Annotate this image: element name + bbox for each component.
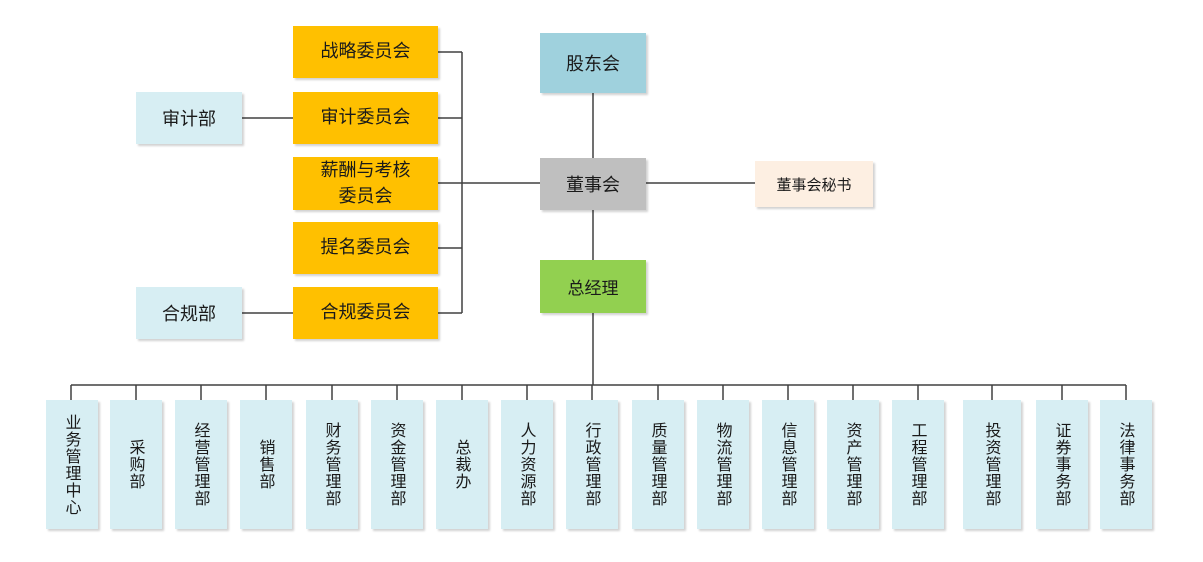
- audit-committee-box: 审计委员会: [293, 92, 438, 144]
- department-box: 工程管理部: [892, 400, 944, 529]
- department-box: 财务管理部: [306, 400, 358, 529]
- department-label: 法律事务部: [1116, 422, 1136, 507]
- department-label: 投资管理部: [982, 422, 1002, 507]
- board-of-directors-box: 董事会: [540, 158, 646, 210]
- strategy-committee-box: 战略委员会: [293, 26, 438, 78]
- department-label: 经营管理部: [191, 422, 211, 507]
- department-box: 人力资源部: [501, 400, 553, 529]
- department-box: 资金管理部: [371, 400, 423, 529]
- department-label: 资金管理部: [387, 422, 407, 507]
- strategy-committee-label: 战略委员会: [320, 41, 411, 62]
- department-box: 行政管理部: [566, 400, 618, 529]
- board-secretary-label: 董事会秘书: [776, 175, 852, 194]
- audit-committee-label: 审计委员会: [320, 107, 411, 128]
- department-label: 销售部: [256, 439, 276, 490]
- department-label: 信息管理部: [778, 422, 798, 507]
- department-label: 人力资源部: [517, 422, 537, 507]
- department-box: 采购部: [110, 400, 162, 529]
- department-box: 资产管理部: [827, 400, 879, 529]
- department-box: 投资管理部: [963, 400, 1021, 529]
- department-label: 财务管理部: [322, 422, 342, 507]
- compensation-committee-box: 薪酬与考核 委员会: [293, 157, 438, 210]
- compensation-committee-label: 薪酬与考核 委员会: [320, 159, 411, 207]
- department-label: 资产管理部: [843, 422, 863, 507]
- department-label: 物流管理部: [713, 422, 733, 507]
- department-box: 业务管理中心: [46, 400, 98, 529]
- general-manager-label: 总经理: [567, 279, 619, 299]
- board-of-directors-label: 董事会: [566, 175, 620, 196]
- department-label: 工程管理部: [908, 422, 928, 507]
- general-manager-box: 总经理: [540, 260, 646, 313]
- nomination-committee-box: 提名委员会: [293, 222, 438, 274]
- department-label: 质量管理部: [648, 422, 668, 507]
- audit-department-box: 审计部: [136, 92, 242, 144]
- department-box: 法律事务部: [1100, 400, 1152, 529]
- department-label: 总裁办: [452, 439, 472, 490]
- department-label: 采购部: [126, 439, 146, 490]
- compliance-department-label: 合规部: [162, 304, 216, 325]
- compliance-department-box: 合规部: [136, 287, 242, 339]
- department-box: 总裁办: [436, 400, 488, 529]
- department-box: 质量管理部: [632, 400, 684, 529]
- audit-department-label: 审计部: [162, 109, 216, 130]
- department-box: 证券事务部: [1036, 400, 1088, 529]
- department-box: 经营管理部: [175, 400, 227, 529]
- shareholders-meeting-box: 股东会: [540, 33, 646, 93]
- compliance-committee-box: 合规委员会: [293, 287, 438, 339]
- compliance-committee-label: 合规委员会: [320, 302, 411, 323]
- department-label: 行政管理部: [582, 422, 602, 507]
- department-box: 销售部: [240, 400, 292, 529]
- nomination-committee-label: 提名委员会: [320, 237, 411, 258]
- board-secretary-box: 董事会秘书: [755, 161, 873, 207]
- department-label: 证券事务部: [1052, 422, 1072, 507]
- shareholders-meeting-label: 股东会: [566, 54, 620, 75]
- department-label: 业务管理中心: [62, 413, 82, 516]
- department-box: 物流管理部: [697, 400, 749, 529]
- department-box: 信息管理部: [762, 400, 814, 529]
